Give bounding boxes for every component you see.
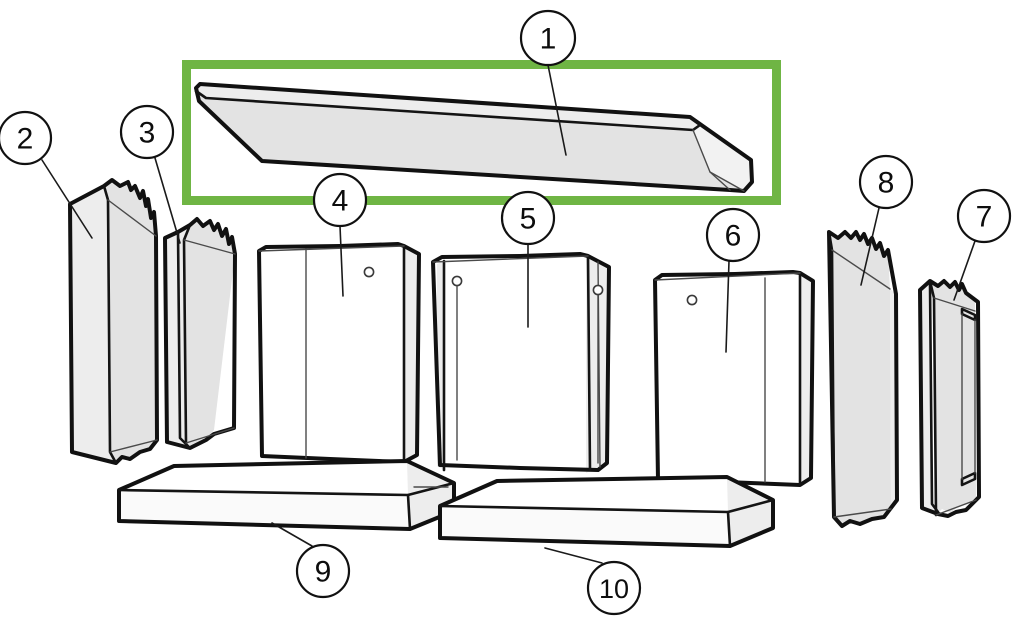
part-10-right-floor-slab[interactable] xyxy=(438,475,775,548)
callout-number-5: 5 xyxy=(520,203,537,236)
callout-circle-1[interactable] xyxy=(519,9,577,67)
callout-circle-3[interactable] xyxy=(119,104,175,160)
callout-number-8: 8 xyxy=(878,167,895,200)
callout-circle-7[interactable] xyxy=(956,188,1012,244)
callout-leader-6 xyxy=(725,260,730,353)
fixing-hole-icon xyxy=(592,284,604,296)
callout-number-4: 4 xyxy=(332,185,349,218)
part-9-left-floor-slab[interactable] xyxy=(117,459,456,531)
callout-7[interactable]: 7 xyxy=(953,188,1012,301)
callout-leader-3 xyxy=(154,157,181,244)
callout-number-10: 10 xyxy=(599,574,629,604)
callout-circle-5[interactable] xyxy=(500,190,556,246)
callout-6[interactable]: 6 xyxy=(705,207,761,353)
callout-circle-6[interactable] xyxy=(705,207,761,263)
callout-circle-8[interactable] xyxy=(858,154,914,210)
callout-5[interactable]: 5 xyxy=(500,190,556,328)
callout-10[interactable]: 10 xyxy=(544,547,642,616)
callout-number-1: 1 xyxy=(540,23,557,56)
callout-leader-9 xyxy=(271,522,313,547)
part-7-right-outer-side-panel[interactable] xyxy=(918,279,981,518)
callout-circle-10[interactable] xyxy=(586,560,642,616)
fixing-hole-icon xyxy=(451,275,463,287)
callout-number-9: 9 xyxy=(315,556,332,589)
callout-4[interactable]: 4 xyxy=(312,172,368,297)
callout-circle-2[interactable] xyxy=(0,110,53,166)
callout-number-2: 2 xyxy=(17,123,34,156)
callout-layer: 1 2 3 4 5 6 7 8 9 10 xyxy=(0,9,1012,616)
callout-leader-8 xyxy=(860,207,880,286)
callout-3[interactable]: 3 xyxy=(119,104,181,244)
fixing-hole-icon xyxy=(686,294,698,306)
callout-circle-9[interactable] xyxy=(295,543,351,599)
callout-leader-10 xyxy=(544,547,603,564)
callout-2[interactable]: 2 xyxy=(0,110,93,239)
callout-leader-4 xyxy=(339,225,344,297)
part-1-top-baffle-wedge[interactable] xyxy=(194,82,754,193)
callout-leader-2 xyxy=(41,159,93,239)
part-2-left-outer-side-panel[interactable] xyxy=(68,178,159,465)
callout-number-6: 6 xyxy=(725,220,742,253)
part-4-rear-left-panel[interactable] xyxy=(257,242,421,464)
part-6-rear-right-panel[interactable] xyxy=(653,270,815,487)
highlight-box-part-1 xyxy=(182,60,781,205)
callout-number-3: 3 xyxy=(139,117,156,150)
callout-9[interactable]: 9 xyxy=(271,522,351,599)
part-3-left-inner-side-panel[interactable] xyxy=(163,217,237,450)
callout-1[interactable]: 1 xyxy=(519,9,577,156)
fixing-hole-icon xyxy=(363,266,375,278)
callout-leader-1 xyxy=(547,64,567,156)
callout-8[interactable]: 8 xyxy=(858,154,914,286)
callout-leader-7 xyxy=(953,240,976,301)
callout-number-7: 7 xyxy=(976,201,993,234)
callout-circle-4[interactable] xyxy=(312,172,368,228)
part-8-right-inner-side-panel[interactable] xyxy=(827,230,899,528)
part-5-rear-center-panel[interactable] xyxy=(431,252,611,473)
